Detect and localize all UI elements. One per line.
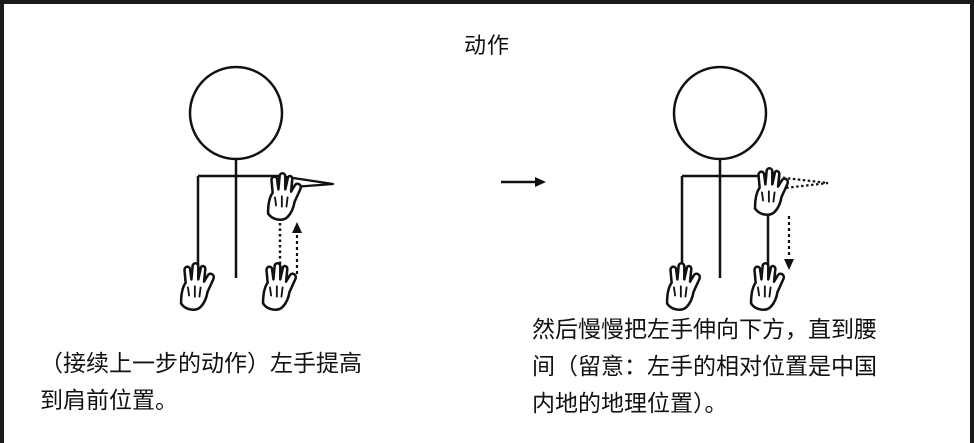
arrow-down-icon bbox=[784, 216, 794, 270]
open-hand-icon bbox=[749, 261, 786, 311]
caption-line: 到肩前位置。 bbox=[40, 388, 178, 414]
open-hand-icon bbox=[261, 261, 298, 311]
arrow-up-icon bbox=[292, 222, 302, 274]
open-hand-icon bbox=[753, 166, 790, 216]
head-circle bbox=[672, 65, 768, 161]
caption-line: 内地的地理位置）。 bbox=[532, 391, 728, 417]
open-hand-icon bbox=[665, 261, 702, 311]
caption-line: （接续上一步的动作）左手提高 bbox=[40, 351, 362, 377]
previous-forearm-position bbox=[766, 174, 829, 192]
head-circle bbox=[188, 65, 284, 161]
stick-figure-left bbox=[188, 65, 335, 278]
stick-figure-right bbox=[672, 65, 829, 278]
caption-line: 然后慢慢把左手伸向下方，直到腰 bbox=[532, 317, 877, 343]
caption-line: 间（留意：左手的相对位置是中国 bbox=[532, 354, 877, 380]
open-hand-icon bbox=[179, 261, 216, 311]
caption-left: （接续上一步的动作）左手提高 到肩前位置。 bbox=[40, 346, 460, 420]
caption-right: 然后慢慢把左手伸向下方，直到腰 间（留意：左手的相对位置是中国 内地的地理位置）… bbox=[532, 312, 952, 423]
diagram-title: 动作 bbox=[463, 34, 510, 59]
arrow-right-icon bbox=[501, 177, 546, 187]
